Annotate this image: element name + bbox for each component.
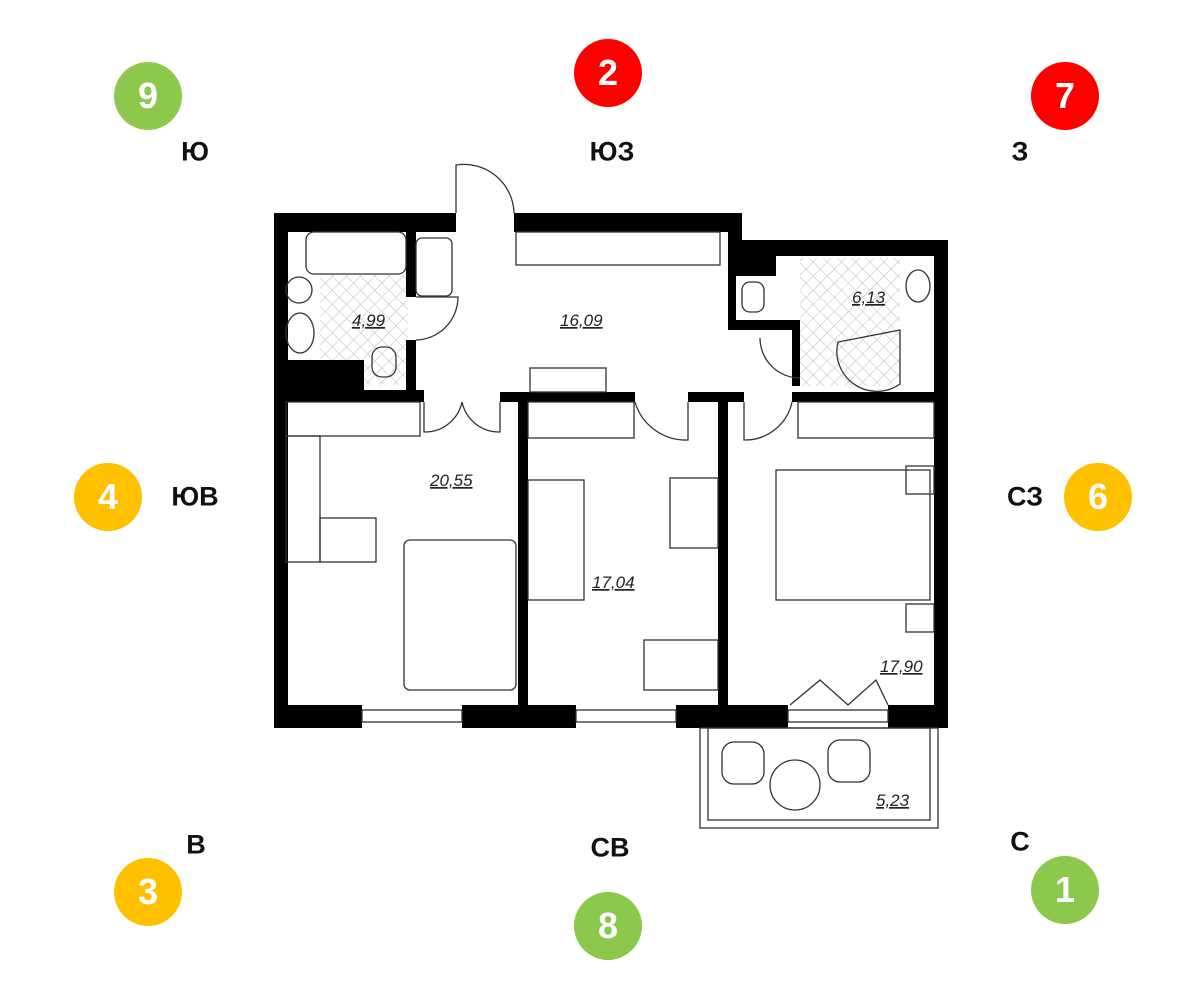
direction-badge-4: 4 bbox=[74, 463, 142, 531]
direction-label-southeast: ЮВ bbox=[171, 481, 219, 512]
direction-badge-9: 9 bbox=[114, 62, 182, 130]
direction-label-west: З bbox=[1011, 136, 1029, 167]
direction-label-northwest: СЗ bbox=[1006, 481, 1044, 512]
furniture bbox=[285, 231, 935, 691]
area-bedroom-right: 17,90 bbox=[880, 657, 923, 676]
direction-badge-6: 6 bbox=[1064, 463, 1132, 531]
direction-badge-1: 1 bbox=[1031, 856, 1099, 924]
direction-label-southwest: ЮЗ bbox=[589, 136, 635, 167]
area-bathroom-left: 4,99 bbox=[352, 311, 386, 330]
direction-label-northeast: СВ bbox=[590, 832, 630, 863]
direction-badge-3: 3 bbox=[114, 858, 182, 926]
area-bathroom-right: 6,13 bbox=[852, 288, 886, 307]
balcony bbox=[699, 727, 939, 829]
walls bbox=[274, 213, 948, 728]
area-hallway: 16,09 bbox=[560, 311, 603, 330]
area-kitchen: 20,55 bbox=[429, 471, 473, 490]
area-bedroom-middle: 17,04 bbox=[592, 573, 635, 592]
direction-label-north: С bbox=[1010, 826, 1030, 857]
doors bbox=[415, 163, 889, 706]
area-balcony: 5,23 bbox=[876, 791, 910, 810]
windows bbox=[361, 709, 889, 723]
direction-label-east: В bbox=[186, 829, 206, 860]
direction-badge-2: 2 bbox=[574, 39, 642, 107]
direction-badge-8: 8 bbox=[574, 892, 642, 960]
tile-floor-right bbox=[800, 258, 900, 386]
direction-badge-7: 7 bbox=[1031, 62, 1099, 130]
direction-label-south: Ю bbox=[181, 136, 209, 167]
